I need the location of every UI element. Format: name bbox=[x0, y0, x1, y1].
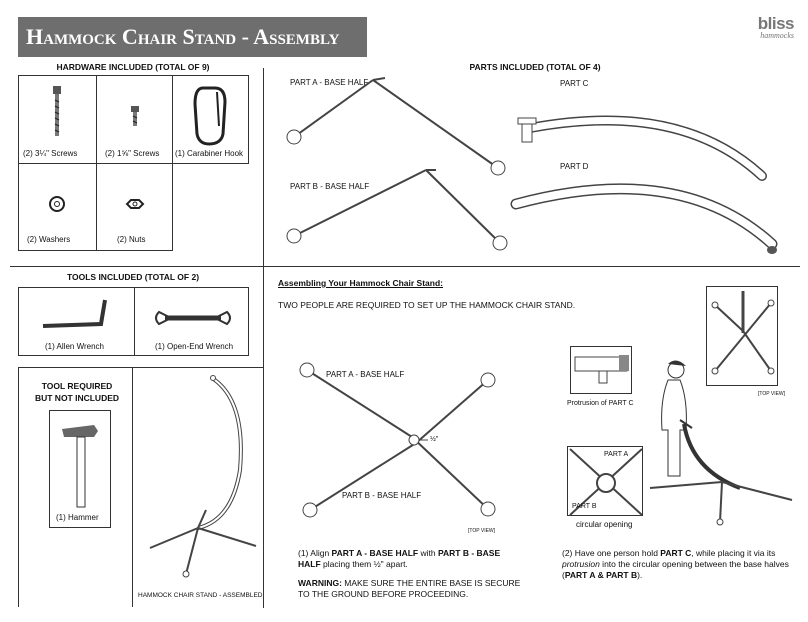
step2-t3: into the circular opening between the ba… bbox=[562, 559, 789, 580]
protrusion-inset bbox=[570, 346, 632, 394]
step2-t2: , while placing it via its bbox=[691, 548, 776, 558]
part-d-drawing bbox=[510, 183, 778, 254]
tools-heading: TOOLS INCLUDED (TOTAL OF 2) bbox=[66, 272, 200, 282]
tool-cell-open-end-wrench: (1) Open-End Wrench bbox=[134, 287, 249, 356]
hardware-label: (1) Carabiner Hook bbox=[175, 149, 244, 158]
warning-text: WARNING: MAKE SURE THE ENTIRE BASE IS SE… bbox=[298, 578, 523, 600]
part-a-base-half-drawing bbox=[286, 77, 506, 176]
logo-subtitle: hammocks bbox=[760, 31, 794, 40]
protrusion-drawing bbox=[574, 355, 629, 384]
step2-t4: ). bbox=[637, 570, 643, 580]
part-b-label: PART B - BASE HALF bbox=[290, 182, 370, 191]
step2-t1: (2) Have one person hold bbox=[562, 548, 661, 558]
part-b-base-half-drawing bbox=[286, 169, 508, 251]
circular-opening-caption: circular opening bbox=[576, 520, 633, 529]
top-view-inset bbox=[706, 286, 778, 386]
step2-i1: protrusion bbox=[562, 559, 600, 569]
hardware-label: (2) 3¼" Screws bbox=[23, 149, 78, 158]
protrusion-caption: Protrusion of PART C bbox=[567, 400, 634, 407]
brand-logo: bliss hammocks bbox=[730, 14, 795, 44]
top-view-drawing bbox=[711, 291, 775, 375]
short-screw-icon bbox=[131, 106, 139, 126]
step2-text: (2) Have one person hold PART C, while p… bbox=[562, 548, 794, 581]
parts-heading: PARTS INCLUDED (TOTAL OF 4) bbox=[469, 62, 601, 72]
diagram1-part-a-label: PART A - BASE HALF bbox=[326, 370, 405, 379]
hardware-label: (2) 1⅝" Screws bbox=[105, 149, 160, 158]
assembled-caption: HAMMOCK CHAIR STAND - ASSEMBLED bbox=[138, 592, 263, 599]
hardware-label: (2) Nuts bbox=[117, 235, 146, 244]
diagram1-view-label: [TOP VIEW] bbox=[468, 528, 496, 534]
nut-icon bbox=[125, 199, 145, 209]
tool-required-line2: BUT NOT INCLUDED bbox=[34, 393, 120, 403]
step1-b2: PART B - BASE HALF bbox=[298, 548, 501, 569]
step1-t2: with bbox=[418, 548, 438, 558]
step2-b2: PART A & PART B bbox=[564, 570, 638, 580]
circular-opening-drawing bbox=[569, 448, 643, 516]
inset-part-b-label: PART B bbox=[572, 503, 597, 510]
carabiner-hook-icon bbox=[193, 86, 227, 146]
tool-label: (1) Allen Wrench bbox=[45, 342, 104, 351]
hardware-label: (2) Washers bbox=[27, 235, 71, 244]
hardware-heading: HARDWARE INCLUDED (TOTAL OF 9) bbox=[56, 62, 210, 72]
tools-grid: (1) Allen Wrench (1) Open-End Wrench bbox=[18, 287, 249, 356]
page-title: Hammock Chair Stand - Assembly bbox=[18, 17, 367, 57]
step2-b1: PART C bbox=[660, 548, 692, 558]
part-c-label: PART C bbox=[560, 79, 589, 88]
step1-t3: placing them ½" apart. bbox=[320, 559, 408, 569]
vertical-divider bbox=[263, 68, 264, 608]
part-c-drawing bbox=[517, 115, 767, 181]
step1-text: (1) Align PART A - BASE HALF with PART B… bbox=[298, 548, 523, 570]
hammer-label: (1) Hammer bbox=[56, 513, 99, 522]
assembly-intro: TWO PEOPLE ARE REQUIRED TO SET UP THE HA… bbox=[278, 300, 576, 310]
tool-label: (1) Open-End Wrench bbox=[155, 342, 234, 351]
view2-label: [TOP VIEW] bbox=[758, 391, 786, 397]
tool-required-line1: TOOL REQUIRED bbox=[41, 381, 113, 391]
circular-opening-inset bbox=[567, 446, 643, 516]
open-end-wrench-icon bbox=[155, 310, 231, 326]
washer-icon bbox=[49, 196, 65, 212]
hammer-cell: (1) Hammer bbox=[49, 410, 111, 528]
step1-b1: PART A - BASE HALF bbox=[331, 548, 419, 558]
logo-brand: bliss bbox=[757, 14, 795, 33]
tool-required-split bbox=[132, 367, 133, 607]
gap-measure-label: ½" bbox=[430, 436, 439, 443]
tool-required-heading: TOOL REQUIRED BUT NOT INCLUDED bbox=[18, 380, 136, 404]
long-screw-icon bbox=[53, 86, 61, 136]
warning-body: MAKE SURE THE ENTIRE BASE IS SECURE TO T… bbox=[298, 578, 521, 599]
part-d-label: PART D bbox=[560, 162, 589, 171]
step1-t1: (1) Align bbox=[298, 548, 332, 558]
warning-label: WARNING: bbox=[298, 578, 342, 588]
hammer-icon bbox=[62, 425, 98, 508]
allen-wrench-icon bbox=[42, 299, 107, 328]
hardware-cell-carabiner: (1) Carabiner Hook bbox=[172, 75, 249, 164]
tool-required-frame bbox=[18, 367, 264, 607]
assembly-heading: Assembling Your Hammock Chair Stand: bbox=[278, 278, 443, 288]
hardware-grid: (2) 3¼" Screws (2) 1⅝" Screws (1) Carabi… bbox=[18, 75, 249, 251]
horizontal-divider bbox=[10, 266, 800, 267]
diagram1-part-b-label: PART B - BASE HALF bbox=[342, 491, 422, 500]
hardware-cell-nuts: (2) Nuts bbox=[96, 163, 173, 251]
inset-part-a-label: PART A bbox=[604, 451, 629, 458]
part-a-label: PART A - BASE HALF bbox=[290, 78, 369, 87]
